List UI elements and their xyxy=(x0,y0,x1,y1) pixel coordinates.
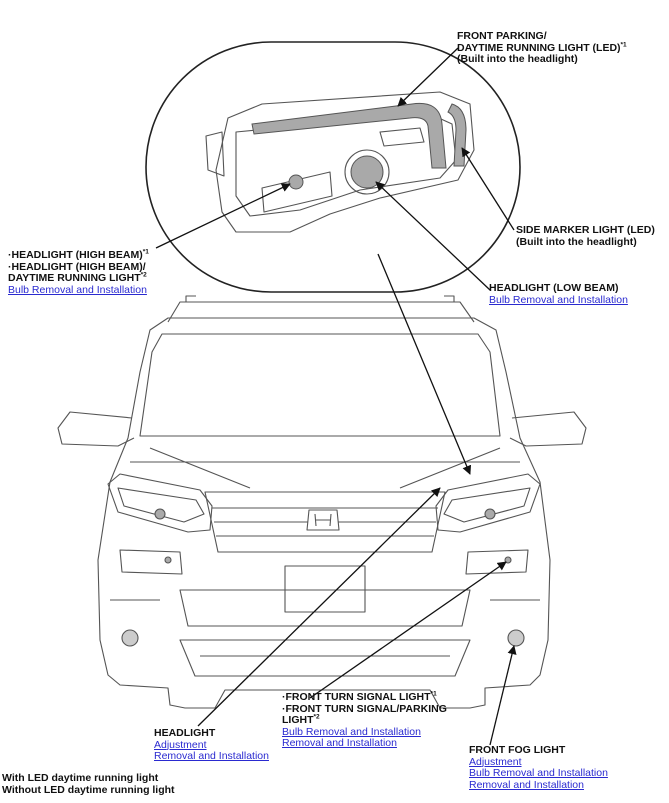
leader-low-beam xyxy=(375,181,491,291)
side-marker-line2: (Built into the headlight) xyxy=(516,235,637,248)
footnote-2: Without LED daytime running light xyxy=(2,784,175,796)
label-high-beam: ·HEADLIGHT (HIGH BEAM)*1 ·HEADLIGHT (HIG… xyxy=(8,248,149,296)
leader-side-marker xyxy=(461,147,515,231)
leader-turn-signal xyxy=(309,561,507,699)
front-parking-line3: (Built into the headlight) xyxy=(457,53,578,65)
headlight-line1: HEADLIGHT xyxy=(154,727,216,739)
label-turn-signal: ·FRONT TURN SIGNAL LIGHT*1 ·FRONT TURN S… xyxy=(282,690,447,750)
front-parking-drl-led xyxy=(251,102,447,169)
footnote-marker: *1 xyxy=(142,248,149,256)
leader-high-beam xyxy=(155,183,291,249)
low-beam-line1: HEADLIGHT (LOW BEAM) xyxy=(489,282,619,294)
headlight-adjustment-link[interactable]: Adjustment xyxy=(154,738,207,751)
low-beam-lamp xyxy=(350,155,384,189)
turn-signal-line2: ·FRONT TURN SIGNAL/PARKING xyxy=(282,702,447,715)
leader-lines xyxy=(155,47,517,746)
label-headlight: HEADLIGHT Adjustment Removal and Install… xyxy=(154,727,269,763)
high-beam-line1: ·HEADLIGHT (HIGH BEAM) xyxy=(8,249,143,261)
footnote-marker: *2 xyxy=(140,271,147,279)
front-parking-line1: FRONT PARKING/ xyxy=(457,30,547,42)
headlight-removal-link[interactable]: Removal and Installation xyxy=(154,750,269,762)
side-marker-led xyxy=(447,103,467,167)
label-fog-light: FRONT FOG LIGHT Adjustment Bulb Removal … xyxy=(469,744,608,791)
footnote-marker: *1 xyxy=(620,41,627,48)
inset-frame xyxy=(145,41,521,293)
fog-bulb-link[interactable]: Bulb Removal and Installation xyxy=(469,767,608,779)
turn-signal-removal-link[interactable]: Removal and Installation xyxy=(282,737,397,749)
turn-signal-line3: LIGHT xyxy=(282,714,314,726)
high-beam-lamp xyxy=(288,174,304,190)
vehicle-front-view xyxy=(57,295,587,709)
leader-fog xyxy=(489,645,517,746)
leader-headlight xyxy=(197,487,441,727)
turn-signal-line1: ·FRONT TURN SIGNAL LIGHT xyxy=(282,691,431,703)
headlight-inset xyxy=(145,41,521,293)
label-side-marker: SIDE MARKER LIGHT (LED) (Built into the … xyxy=(516,224,655,248)
leader-front-parking xyxy=(397,47,459,107)
front-parking-line2: DAYTIME RUNNING LIGHT (LED) xyxy=(457,41,621,54)
fog-line1: FRONT FOG LIGHT xyxy=(469,744,566,756)
leader-inset-to-vehicle xyxy=(377,253,472,475)
high-beam-line3: DAYTIME RUNNING LIGHT xyxy=(8,272,141,284)
footnote-marker: *1 xyxy=(430,690,437,698)
fog-removal-link[interactable]: Removal and Installation xyxy=(469,778,584,791)
low-beam-bulb-link[interactable]: Bulb Removal and Installation xyxy=(489,293,628,306)
side-marker-line1: SIDE MARKER LIGHT (LED) xyxy=(516,224,655,236)
footnote-marker: *2 xyxy=(313,713,320,721)
turn-signal-bulb-link[interactable]: Bulb Removal and Installation xyxy=(282,725,421,738)
label-low-beam: HEADLIGHT (LOW BEAM) Bulb Removal and In… xyxy=(489,282,628,306)
high-beam-line2: ·HEADLIGHT (HIGH BEAM)/ xyxy=(8,260,146,273)
high-beam-bulb-link[interactable]: Bulb Removal and Installation xyxy=(8,283,147,296)
label-front-parking-drl: FRONT PARKING/ DAYTIME RUNNING LIGHT (LE… xyxy=(457,30,627,66)
fog-adjustment-link[interactable]: Adjustment xyxy=(469,755,522,768)
footnote-1: With LED daytime running light xyxy=(2,772,159,784)
